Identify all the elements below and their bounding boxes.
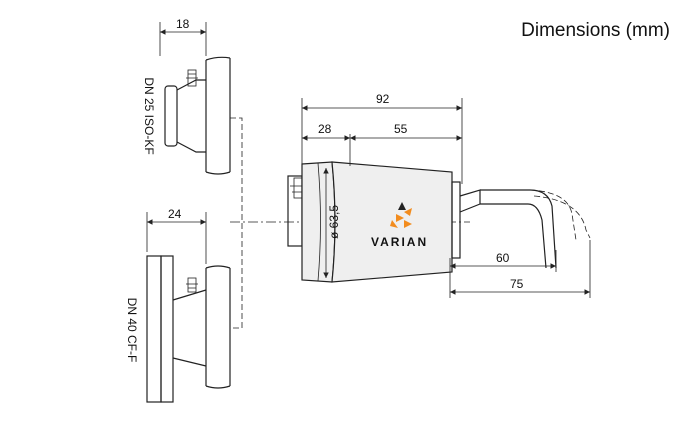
brand-name: VARIAN <box>371 235 428 249</box>
gauge-body: ø 63,5 <box>287 161 591 283</box>
dim-body-length: 55 <box>394 122 408 136</box>
connector-lines <box>230 117 243 329</box>
flange-kf-label: DN 25 ISO-KF <box>142 77 156 154</box>
logo-mark-icon <box>398 202 406 210</box>
dim-cable-75: 75 <box>510 277 524 291</box>
dim-diameter: ø 63,5 <box>327 205 341 239</box>
dim-total-length: 92 <box>376 92 390 106</box>
dim-cable-60: 60 <box>496 251 510 265</box>
diagram-title: Dimensions (mm) <box>521 20 670 41</box>
cable-dimensions: 60 75 <box>449 240 591 298</box>
top-dimensions: 92 28 55 <box>301 92 463 184</box>
dim-flange-cf: 24 <box>168 207 182 221</box>
varian-logo: VARIAN <box>371 202 428 249</box>
dim-front-length: 28 <box>318 122 332 136</box>
flange-iso-kf: 18 DN 25 ISO-KF <box>142 17 231 175</box>
dim-flange-kf: 18 <box>176 17 190 31</box>
flange-cf-f: 24 DN 40 CF-F <box>125 207 231 403</box>
flange-cf-label: DN 40 CF-F <box>125 298 139 363</box>
